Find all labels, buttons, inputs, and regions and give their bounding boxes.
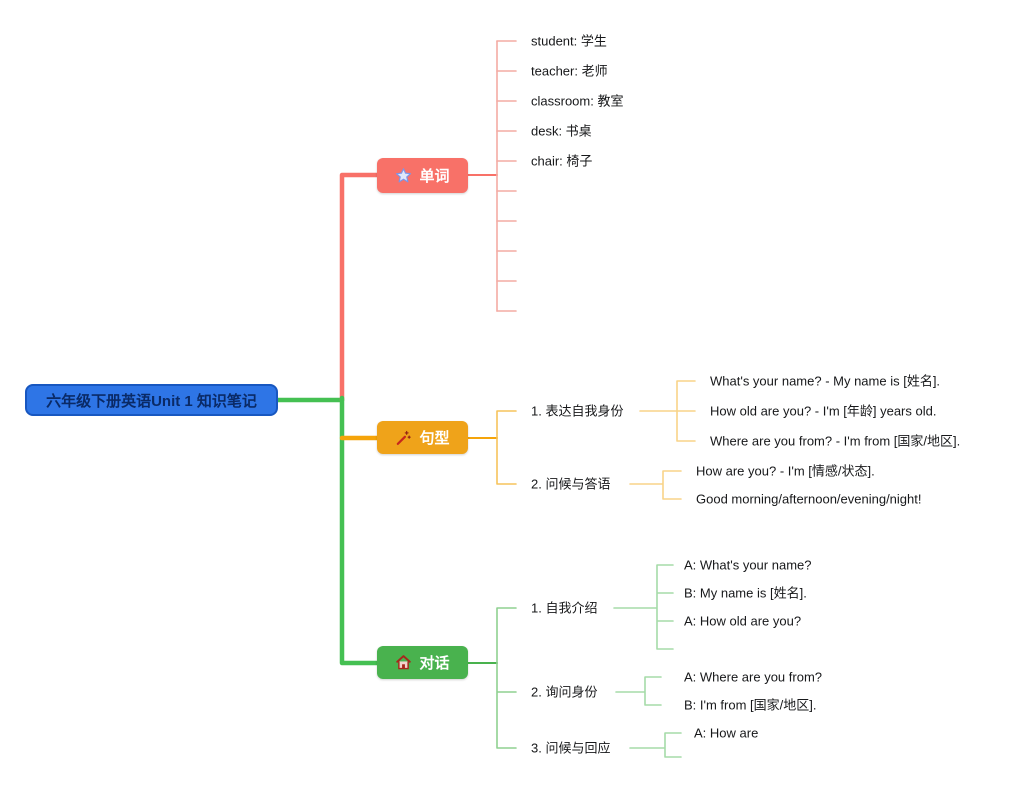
branch-node-dialogs[interactable]: 对话 bbox=[377, 646, 468, 679]
branch-words-label: 单词 bbox=[419, 168, 450, 185]
dialog-item[interactable]: B: My name is [姓名]. bbox=[684, 585, 807, 601]
sentence-item[interactable]: How old are you? - I'm [年龄] years old. bbox=[710, 403, 937, 419]
root-title: 六年级下册英语Unit 1 知识笔记 bbox=[46, 392, 257, 410]
connector-root-words bbox=[339, 172, 380, 403]
word-item[interactable]: chair: 椅子 bbox=[531, 153, 593, 169]
sentence-group-label[interactable]: 2. 问候与答语 bbox=[531, 476, 611, 492]
connector-dialogs-group2-items bbox=[615, 676, 662, 706]
magic-wand-icon bbox=[395, 429, 412, 446]
sentence-item[interactable]: What's your name? - My name is [姓名]. bbox=[710, 373, 941, 389]
sentence-item[interactable]: Good morning/afternoon/evening/night! bbox=[696, 491, 922, 507]
dialog-item[interactable]: A: How old are you? bbox=[684, 613, 802, 629]
word-item[interactable]: desk: 书桌 bbox=[531, 123, 592, 139]
connector-dialogs-groups bbox=[496, 607, 517, 749]
connector-sentences-group2-items bbox=[629, 470, 682, 500]
branch-sentences-label: 句型 bbox=[419, 430, 450, 447]
dialog-group-label[interactable]: 2. 询问身份 bbox=[531, 684, 598, 700]
dialog-item[interactable]: B: I'm from [国家/地区]. bbox=[684, 697, 817, 713]
connector-root-dialogs bbox=[339, 395, 380, 666]
connector-sentences-group1-items bbox=[639, 380, 696, 442]
branch-node-words[interactable]: 单词 bbox=[377, 158, 468, 193]
word-item[interactable]: teacher: 老师 bbox=[531, 63, 608, 79]
sentence-group-label[interactable]: 1. 表达自我身份 bbox=[531, 403, 624, 419]
dialog-item[interactable]: A: Where are you from? bbox=[684, 669, 822, 685]
word-item[interactable]: classroom: 教室 bbox=[531, 93, 624, 109]
dialog-item[interactable]: A: What's your name? bbox=[684, 557, 812, 573]
word-item[interactable]: student: 学生 bbox=[531, 33, 607, 49]
root-node[interactable]: 六年级下册英语Unit 1 知识笔记 bbox=[25, 384, 278, 416]
star-icon bbox=[395, 167, 412, 184]
house-icon bbox=[395, 654, 412, 671]
connector-dialogs-group3-items bbox=[629, 732, 682, 758]
connector-sentences-groups bbox=[496, 410, 517, 485]
connector-dialogs-group1-items bbox=[613, 564, 674, 650]
dialog-group-label[interactable]: 3. 问候与回应 bbox=[531, 740, 611, 756]
dialog-group-label[interactable]: 1. 自我介绍 bbox=[531, 600, 598, 616]
dialog-item[interactable]: A: How are bbox=[694, 725, 759, 741]
sentence-item[interactable]: Where are you from? - I'm from [国家/地区]. bbox=[710, 433, 961, 449]
sentence-item[interactable]: How are you? - I'm [情感/状态]. bbox=[696, 463, 875, 479]
connector-words-ticks bbox=[496, 40, 517, 312]
branch-dialogs-label: 对话 bbox=[419, 655, 450, 672]
branch-node-sentences[interactable]: 句型 bbox=[377, 421, 468, 454]
